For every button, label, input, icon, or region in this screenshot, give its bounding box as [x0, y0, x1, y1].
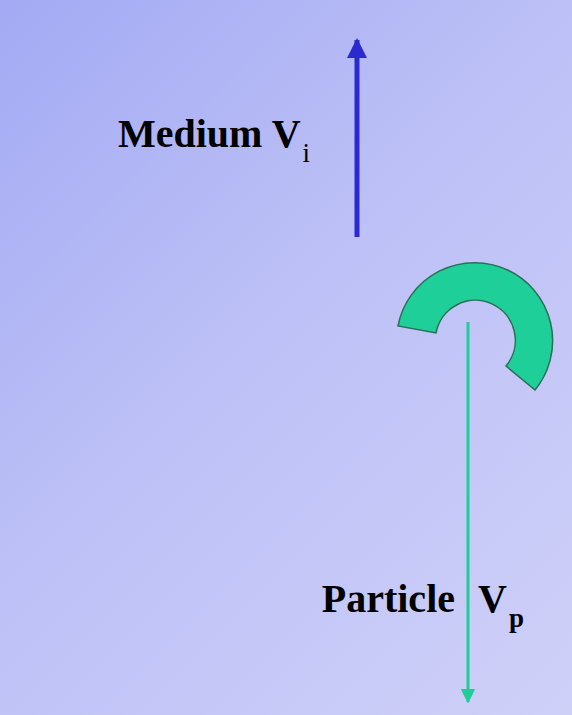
particle-shape [398, 263, 553, 390]
particle-velocity-arrow [467, 322, 470, 702]
subscript: i [303, 140, 311, 167]
medium-velocity-arrow [355, 40, 360, 237]
subscript: p [509, 605, 524, 632]
particle-label: Particle [322, 579, 455, 619]
medium-label: Medium V [118, 114, 301, 154]
velocity-label: V [478, 579, 507, 619]
